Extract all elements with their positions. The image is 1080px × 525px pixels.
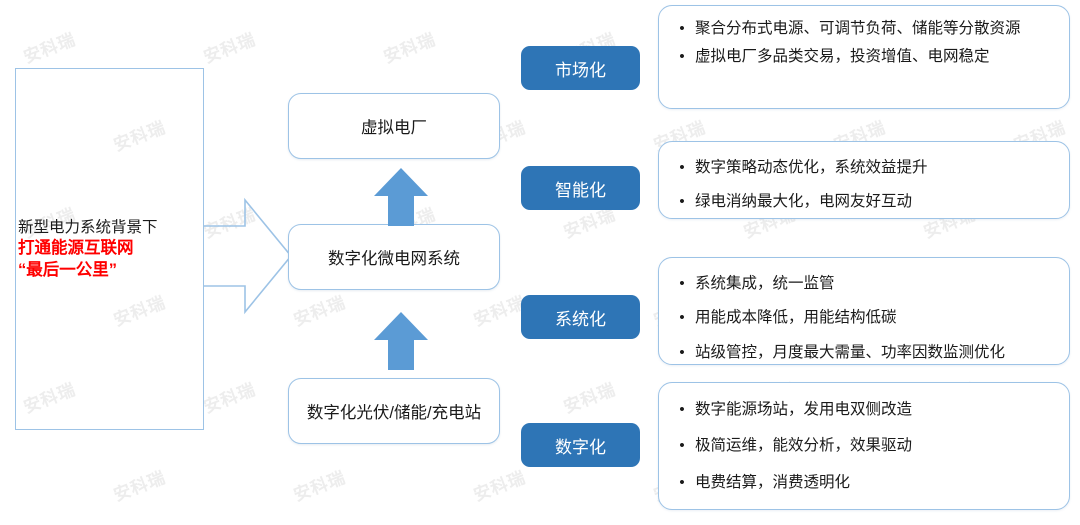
context-line-2: 打通能源互联网: [18, 239, 134, 258]
bullet-item: • 系统集成，统一监管: [669, 267, 1055, 301]
bullet-dot-icon: •: [679, 437, 685, 455]
center-box-label: 虚拟电厂: [361, 119, 427, 137]
bullet-text: 电费结算，消费透明化: [695, 473, 851, 491]
bullet-text: 极简运维，能效分析，效果驱动: [695, 437, 913, 455]
track-tag-label: 市场化: [555, 60, 606, 80]
center-box-virtual-power-plant[interactable]: 虚拟电厂: [288, 93, 500, 159]
context-frame-text: 新型电力系统背景下 打通能源互联网 “最后一公里”: [18, 218, 213, 282]
bullet-item: • 数字策略动态优化，系统效益提升: [669, 151, 1055, 185]
bullet-item: • 用能成本降低，用能结构低碳: [669, 301, 1055, 335]
watermark-text: 安科瑞: [291, 467, 349, 505]
bullet-item: • 虚拟电厂多品类交易，投资增值、电网稳定: [669, 43, 1055, 71]
content-box-digitalization: • 数字能源场站，发用电双侧改造 • 极简运维，能效分析，效果驱动 • 电费结算，消费透明…: [658, 382, 1070, 510]
watermark-text: 安科瑞: [291, 292, 349, 330]
bullet-dot-icon: •: [679, 20, 685, 37]
bullet-item: • 绿电消纳最大化，电网友好互动: [669, 185, 1055, 219]
center-box-digital-pv-storage-charging[interactable]: 数字化光伏/储能/充电站: [288, 378, 500, 444]
bullet-item: • 数字能源场站，发用电双侧改造: [669, 392, 1055, 428]
bullet-dot-icon: •: [679, 401, 685, 418]
track-tag-label: 智能化: [555, 180, 606, 200]
bullet-text: 聚合分布式电源、可调节负荷、储能等分散资源: [695, 20, 1021, 37]
watermark-text: 安科瑞: [381, 29, 439, 67]
bullet-dot-icon: •: [679, 159, 685, 176]
context-line-3: “最后一公里”: [18, 261, 117, 280]
bullet-text: 数字策略动态优化，系统效益提升: [695, 159, 928, 176]
center-box-label: 数字化光伏/储能/充电站: [306, 404, 482, 422]
track-tag-label: 系统化: [555, 309, 606, 329]
center-box-label: 数字化微电网系统: [328, 250, 460, 268]
bullet-text: 系统集成，统一监管: [695, 275, 835, 292]
bullet-dot-icon: •: [679, 343, 685, 361]
bullet-dot-icon: •: [679, 473, 685, 491]
bullet-dot-icon: •: [679, 275, 685, 292]
bullet-dot-icon: •: [679, 193, 685, 211]
bullet-text: 用能成本降低，用能结构低碳: [695, 309, 897, 327]
track-tag-intelligentization[interactable]: 智能化: [521, 166, 640, 210]
track-tag-label: 数字化: [555, 437, 606, 457]
track-tag-systematization[interactable]: 系统化: [521, 295, 640, 339]
bullet-text: 绿电消纳最大化，电网友好互动: [695, 193, 913, 211]
bullet-item: • 聚合分布式电源、可调节负荷、储能等分散资源: [669, 15, 1055, 43]
watermark-text: 安科瑞: [201, 29, 259, 67]
bullet-item: • 极简运维，能效分析，效果驱动: [669, 428, 1055, 464]
bullet-item: • 电费结算，消费透明化: [669, 465, 1055, 501]
watermark-text: 安科瑞: [561, 379, 619, 417]
bullet-item: • 站级管控，月度最大需量、功率因数监测优化: [669, 336, 1055, 370]
track-tag-marketization[interactable]: 市场化: [521, 46, 640, 90]
watermark-text: 安科瑞: [471, 292, 529, 330]
watermark-text: 安科瑞: [111, 467, 169, 505]
track-tag-digitalization[interactable]: 数字化: [521, 423, 640, 467]
bullet-dot-icon: •: [679, 309, 685, 327]
right-block-arrow-icon: [203, 197, 293, 315]
content-box-marketization: • 聚合分布式电源、可调节负荷、储能等分散资源 • 虚拟电厂多品类交易，投资增值、电网…: [658, 5, 1070, 109]
center-box-digital-microgrid[interactable]: 数字化微电网系统: [288, 224, 500, 290]
bullet-text: 虚拟电厂多品类交易，投资增值、电网稳定: [695, 48, 990, 66]
content-box-intelligentization: • 数字策略动态优化，系统效益提升 • 绿电消纳最大化，电网友好互动: [658, 141, 1070, 219]
watermark-text: 安科瑞: [471, 467, 529, 505]
up-arrow-icon-upper: [374, 168, 428, 226]
bullet-dot-icon: •: [679, 48, 685, 66]
bullet-text: 站级管控，月度最大需量、功率因数监测优化: [695, 343, 1006, 361]
up-arrow-icon-lower: [374, 312, 428, 370]
content-box-systematization: • 系统集成，统一监管 • 用能成本降低，用能结构低碳 • 站级管控，月度最大需量、功率因…: [658, 257, 1070, 365]
watermark-text: 安科瑞: [201, 379, 259, 417]
bullet-text: 数字能源场站，发用电双侧改造: [695, 401, 913, 418]
context-line-1: 新型电力系统背景下: [18, 219, 158, 236]
watermark-text: 安科瑞: [21, 29, 79, 67]
